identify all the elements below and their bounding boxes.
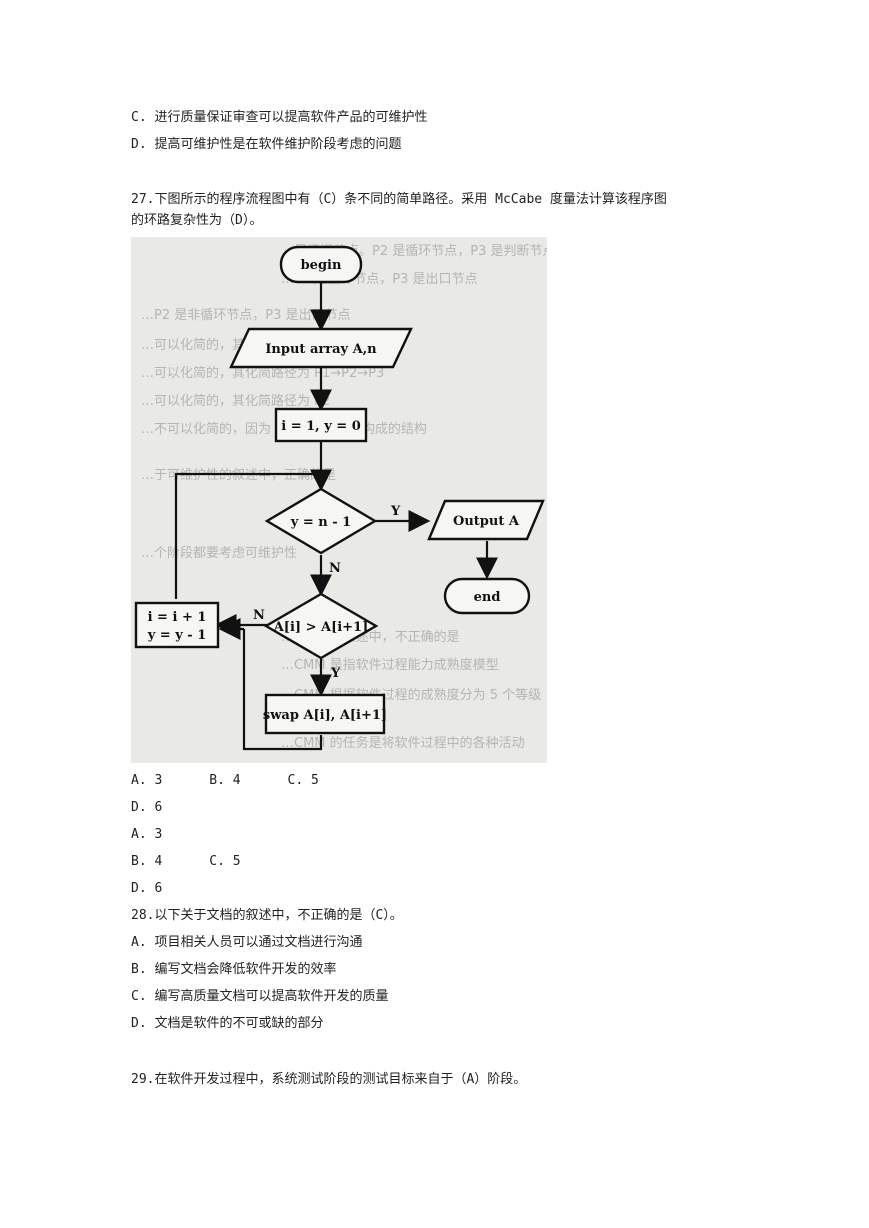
input-node: Input array A,n <box>229 327 413 369</box>
swap-return-line <box>242 629 323 751</box>
options-row-2: D. 6 <box>131 800 163 815</box>
decision1-node: y = n - 1 <box>264 487 378 555</box>
options-row-3: A. 3 <box>131 827 163 842</box>
bg-text: …CMM 的任务是将软件过程中的各种活动 <box>281 735 525 751</box>
q28-option-c: C. 编写高质量文档可以提高软件开发的质量 <box>131 989 389 1004</box>
q28-option-b: B. 编写文档会降低软件开发的效率 <box>131 962 337 977</box>
option-c-line: C. 进行质量保证审查可以提高软件产品的可维护性 <box>131 110 428 125</box>
swap-node: swap A[i], A[i+1] <box>263 693 387 735</box>
options-row-4: B. 4 C. 5 <box>131 854 241 869</box>
question-27-line-2: 的环路复杂性为（D）。 <box>131 213 263 228</box>
no1-label: N <box>329 561 341 576</box>
yes1-label: Y <box>390 504 401 519</box>
end-node: end <box>443 577 531 615</box>
decision1-label: y = n - 1 <box>290 515 351 530</box>
question-27-line-1: 27.下图所示的程序流程图中有（C）条不同的简单路径。采用 McCabe 度量法… <box>131 192 667 207</box>
question-29: 29.在软件开发过程中，系统测试阶段的测试目标来自于（A）阶段。 <box>131 1072 527 1087</box>
bg-text: …CMM 是指软件过程能力成熟度模型 <box>281 657 499 673</box>
no2-label: N <box>253 608 265 623</box>
loop-back-line <box>174 472 321 599</box>
bg-text: …可以化简的，其化简路径为 P1→P2→P3 <box>141 365 384 381</box>
decision2-node: A[i] > A[i+1] <box>263 592 379 660</box>
swap-label: swap A[i], A[i+1] <box>263 708 387 723</box>
q28-option-a: A. 项目相关人员可以通过文档进行沟通 <box>131 935 363 950</box>
begin-node: begin <box>279 245 363 284</box>
flowchart-figure: …是根据节点。P2 是循环节点，P3 是判断节点 …P2 是循环节点，P3 是出… <box>131 237 547 763</box>
output-node: Output A <box>427 499 545 541</box>
options-row-5: D. 6 <box>131 881 163 896</box>
bg-text: …P2 是非循环节点，P3 是出口节点 <box>141 308 351 323</box>
option-d-line: D. 提高可维护性是在软件维护阶段考虑的问题 <box>131 137 402 152</box>
begin-label: begin <box>301 258 342 273</box>
options-row-1: A. 3 B. 4 C. 5 <box>131 773 319 788</box>
flowchart-svg: …是根据节点。P2 是循环节点，P3 是判断节点 …P2 是循环节点，P3 是出… <box>134 244 547 751</box>
bg-text: …可以化简的，其化简路径为 P2 <box>141 393 330 409</box>
update-line1: i = i + 1 <box>148 610 207 625</box>
bg-text: …个阶段都要考虑可维护性 <box>141 546 297 561</box>
yes2-label: Y <box>330 666 341 681</box>
flowchart-connectors <box>174 282 498 751</box>
question-28: 28.以下关于文档的叙述中，不正确的是（C）。 <box>131 908 403 923</box>
q28-option-d: D. 文档是软件的不可或缺的部分 <box>131 1016 324 1031</box>
init-label: i = 1, y = 0 <box>281 419 361 434</box>
update-line2: y = y - 1 <box>147 628 207 643</box>
init-node: i = 1, y = 0 <box>274 407 368 443</box>
background-bleed-text: …是根据节点。P2 是循环节点，P3 是判断节点 …P2 是循环节点，P3 是出… <box>141 244 547 751</box>
input-label: Input array A,n <box>265 342 377 357</box>
decision2-label: A[i] > A[i+1] <box>273 620 369 635</box>
end-label: end <box>474 590 501 605</box>
update-node: i = i + 1 y = y - 1 <box>134 601 220 649</box>
output-label: Output A <box>453 514 520 529</box>
